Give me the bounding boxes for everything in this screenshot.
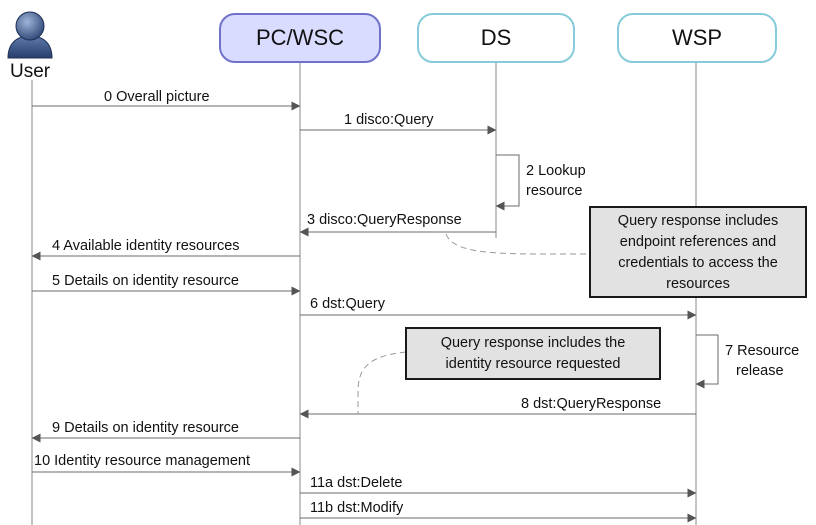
note-1-connector	[445, 233, 590, 255]
actor-pcwsc: PC/WSC	[219, 13, 381, 63]
message-2-arrow	[495, 154, 520, 211]
actor-pcwsc-box	[219, 13, 381, 63]
message-11a-label: 11a dst:Delete	[310, 475, 402, 491]
actor-wsp-box	[617, 13, 777, 63]
message-1-label: 1 disco:Query	[344, 112, 434, 128]
message-7-arrow	[695, 334, 719, 389]
note-2-box	[405, 327, 661, 380]
message-2-label-line2: resource	[526, 183, 582, 199]
actor-ds: DS	[417, 13, 575, 63]
message-2-label-line1: 2 Lookup	[526, 163, 586, 179]
note-1-line4: resources	[666, 276, 730, 292]
note-1-line1: Query response includes	[618, 213, 778, 229]
note-1: Query response includes endpoint referen…	[589, 206, 807, 298]
note-2: Query response includes the identity res…	[405, 327, 661, 380]
actor-wsp: WSP	[617, 13, 777, 63]
note-1-line2: endpoint references and	[620, 234, 776, 250]
message-5-label: 5 Details on identity resource	[52, 273, 239, 289]
actor-pcwsc-label: PC/WSC	[256, 25, 344, 50]
note-1-line3: credentials to access the	[618, 255, 778, 271]
message-4-label: 4 Available identity resources	[52, 238, 240, 254]
note-1-box	[589, 206, 807, 298]
message-6-label: 6 dst:Query	[310, 296, 386, 312]
note-2-line1: Query response includes the	[441, 335, 626, 351]
message-8-label: 8 dst:QueryResponse	[521, 396, 661, 412]
user-label: User	[10, 61, 51, 82]
note-2-connector	[357, 351, 407, 414]
actor-wsp-label: WSP	[672, 25, 722, 50]
actor-ds-label: DS	[481, 25, 512, 50]
message-3-label: 3 disco:QueryResponse	[307, 212, 462, 228]
message-11b-label-text: 11b dst:Modify	[310, 500, 404, 516]
message-9-label: 9 Details on identity resource	[52, 420, 239, 436]
note-2-line2: identity resource requested	[446, 356, 621, 372]
message-0-label: 0 Overall picture	[104, 89, 210, 105]
message-7-label-line2: release	[736, 363, 784, 379]
user-icon	[7, 11, 53, 59]
message-10-label: 10 Identity resource management	[34, 453, 250, 469]
actor-ds-box	[417, 13, 575, 63]
message-7-label-line1: 7 Resource	[725, 343, 799, 359]
